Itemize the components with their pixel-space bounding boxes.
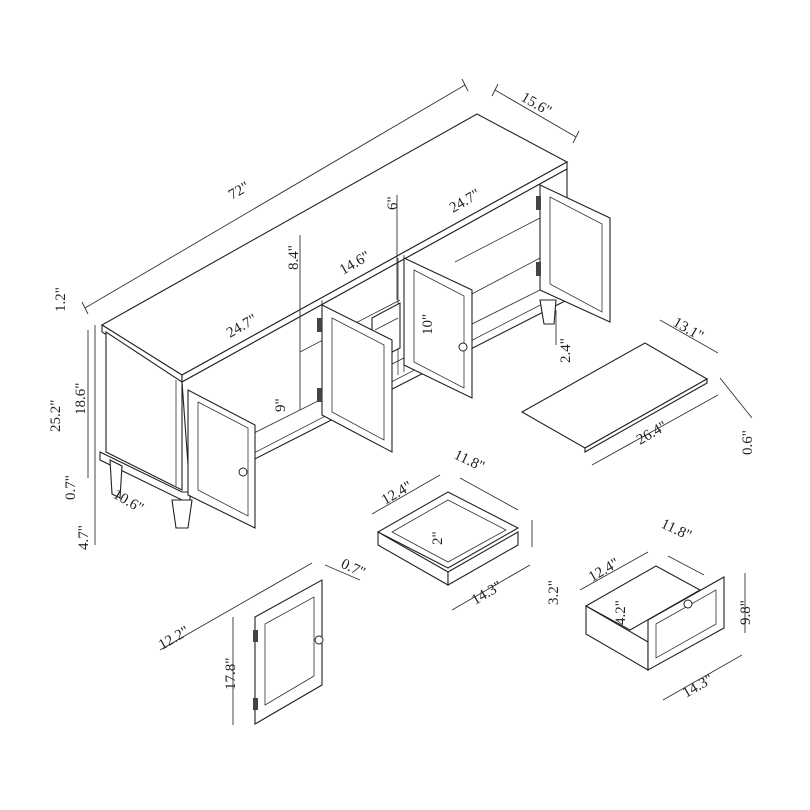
dim-leg-inset: 2.4" [558, 338, 574, 363]
dim-drawer-front-height: 9.8" [738, 600, 754, 625]
dim-divider-height: 6" [385, 196, 401, 210]
drawer-with-front [579, 551, 746, 701]
dim-drawer-box-width: 12.4" [379, 478, 415, 508]
dim-shelf-width: 26.4" [634, 418, 670, 448]
drawer-box [371, 474, 533, 611]
center-left-door-open [317, 304, 393, 453]
dim-body-height: 18.6" [73, 383, 89, 415]
dim-depth: 15.6" [518, 90, 554, 120]
left-door-open [187, 389, 256, 529]
dim-drawer-box-inner-height: 2" [430, 531, 446, 545]
dim-base-trim: 0.7" [63, 475, 79, 500]
dim-upper-opening-height: 8.4" [286, 245, 302, 270]
dim-drawer-box-length: 14.3" [469, 578, 505, 608]
dim-leg-height: 4.7" [76, 525, 92, 550]
door [159, 562, 361, 725]
main-cabinet [81, 78, 611, 545]
dim-drawer-depth: 11.8" [658, 516, 694, 544]
dim-drawer-length: 14.3" [680, 671, 716, 701]
dim-drawer-width: 12.4" [586, 555, 622, 585]
dim-lower-opening-height: 9" [273, 398, 289, 412]
dim-drawer-inner-height: 4.2" [613, 600, 629, 625]
dim-overall-width: 72" [226, 179, 252, 203]
dim-overall-height: 25.2" [48, 400, 64, 432]
dim-shelf-thickness: 0.6" [740, 430, 756, 455]
dim-shelf-depth: 13.1" [670, 315, 706, 345]
shelf [520, 319, 753, 466]
dim-door-width: 12.2" [156, 623, 192, 653]
dim-door-height: 17.8" [223, 658, 239, 690]
dim-top-thickness: 1.2" [53, 287, 69, 312]
right-door-open [536, 184, 611, 323]
dim-drawer-opening: 10" [420, 314, 436, 335]
dim-drawer-box-depth: 11.8" [451, 447, 487, 475]
dim-door-thickness: 0.7" [338, 556, 367, 581]
center-right-door-open [403, 257, 473, 399]
dim-drawer-box-height: 3.2" [546, 580, 562, 605]
dim-side-depth: 10.6" [110, 487, 146, 517]
